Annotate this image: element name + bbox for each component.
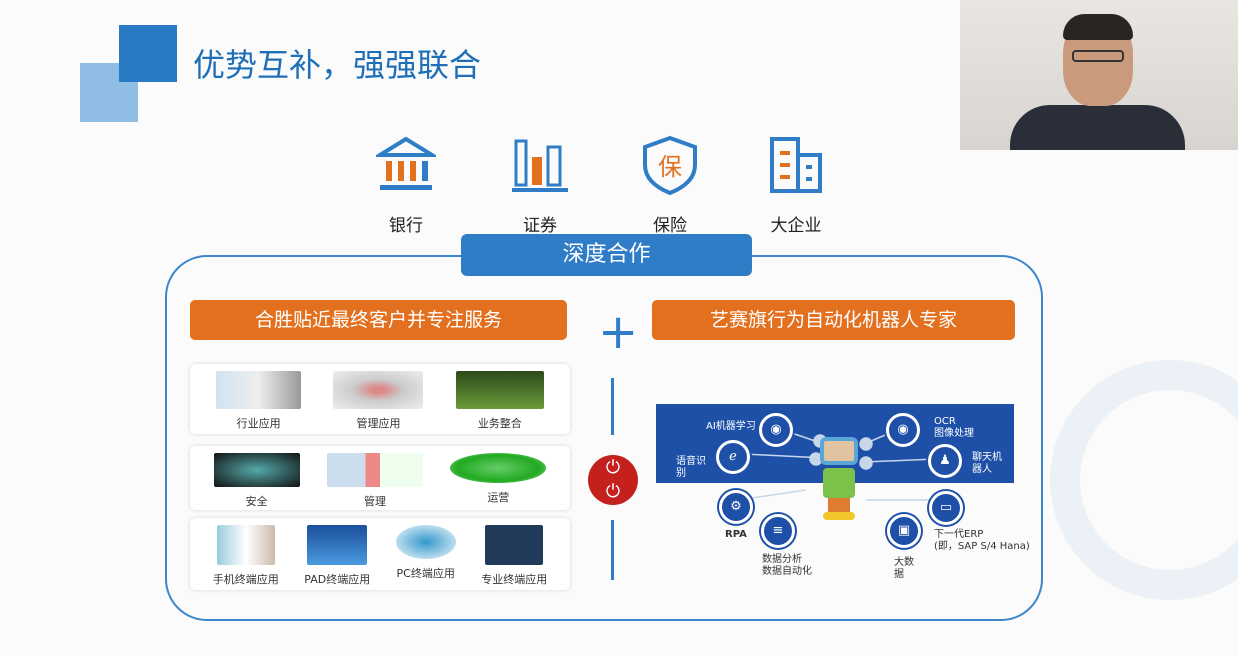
list-item: 业务整合 xyxy=(455,371,544,434)
title-decoration-dark xyxy=(119,25,177,82)
list-item: PC终端应用 xyxy=(395,525,456,590)
sector-label: 证券 xyxy=(523,216,557,236)
erp-icon: ▭ xyxy=(929,491,963,525)
management-image xyxy=(333,371,424,409)
robot-head xyxy=(820,437,858,465)
operations-image xyxy=(450,453,547,483)
sector-securities: 证券 xyxy=(500,135,580,236)
document-icon: ≡ xyxy=(761,514,795,548)
sector-insurance: 保 保险 xyxy=(630,135,710,236)
sector-label: 银行 xyxy=(389,216,423,236)
sector-enterprise: 大企业 xyxy=(756,135,836,236)
rpa-icon: ⚙ xyxy=(719,490,753,524)
list-item: PAD终端应用 xyxy=(304,525,370,590)
voice-label: 语音识别 xyxy=(676,456,706,479)
sector-label: 大企业 xyxy=(770,216,822,236)
plus-icon: + xyxy=(598,304,639,360)
list-item: 安全 xyxy=(213,453,300,510)
chat-label: 聊天机器人 xyxy=(972,452,1002,475)
rpa-label: RPA xyxy=(725,529,747,540)
list-item: 行业应用 xyxy=(216,371,302,434)
list-item: 管理 xyxy=(326,453,423,510)
robot-legs xyxy=(828,498,850,514)
plug-connector-icon: ⏻⏻ xyxy=(588,455,638,505)
management-chart-image xyxy=(326,453,423,487)
background-decoration xyxy=(1050,360,1238,600)
sector-label: 保险 xyxy=(653,216,687,236)
list-item: 手机终端应用 xyxy=(213,525,279,590)
bank-icon xyxy=(372,136,440,190)
presenter-glasses xyxy=(1072,50,1124,62)
pc-image xyxy=(395,525,456,559)
app-row-2: 安全 管理 运营 xyxy=(190,446,570,510)
pad-image xyxy=(307,525,368,565)
chart-icon xyxy=(512,139,568,192)
integration-image xyxy=(455,371,544,409)
divider-line xyxy=(611,378,614,435)
sector-bank: 银行 xyxy=(366,135,446,236)
robot-body xyxy=(823,468,855,498)
terminal-image xyxy=(485,525,544,565)
eye-icon: ◉ xyxy=(886,413,920,447)
robot-feet xyxy=(823,512,855,520)
presenter-body xyxy=(1010,105,1185,150)
app-row-3: 手机终端应用 PAD终端应用 PC终端应用 专业终端应用 xyxy=(190,518,570,590)
svg-text:保: 保 xyxy=(658,153,682,181)
bigdata-icon: ▣ xyxy=(887,514,921,548)
mobile-image xyxy=(216,525,275,565)
left-header: 合胜贴近最终客户并专注服务 xyxy=(190,300,567,340)
cooperation-label: 深度合作 xyxy=(461,234,752,276)
app-row-1: 行业应用 管理应用 业务整合 xyxy=(190,364,570,434)
erp-label: 下一代ERP(即，SAP S/4 Hana) xyxy=(934,529,1030,552)
ai-label: AI机器学习 xyxy=(706,421,756,432)
bigdata-label: 大数据 xyxy=(894,557,914,580)
list-item: 运营 xyxy=(450,453,547,510)
ai-learning-icon: ◉ xyxy=(759,413,793,447)
building-icon xyxy=(770,137,822,193)
list-item: 专业终端应用 xyxy=(481,525,547,590)
divider-line xyxy=(611,520,614,580)
page-title: 优势互补，强强联合 xyxy=(193,46,482,84)
presenter-hair xyxy=(1063,14,1133,40)
data-label: 数据分析数据自动化 xyxy=(762,554,812,577)
security-image xyxy=(213,453,300,487)
insurance-shield-icon: 保 xyxy=(643,135,697,196)
list-item: 管理应用 xyxy=(333,371,424,434)
ear-icon: ℯ xyxy=(716,440,750,474)
chat-users-icon: ♟ xyxy=(928,444,962,478)
right-header: 艺赛旗行为自动化机器人专家 xyxy=(652,300,1015,340)
industry-image xyxy=(216,371,302,409)
